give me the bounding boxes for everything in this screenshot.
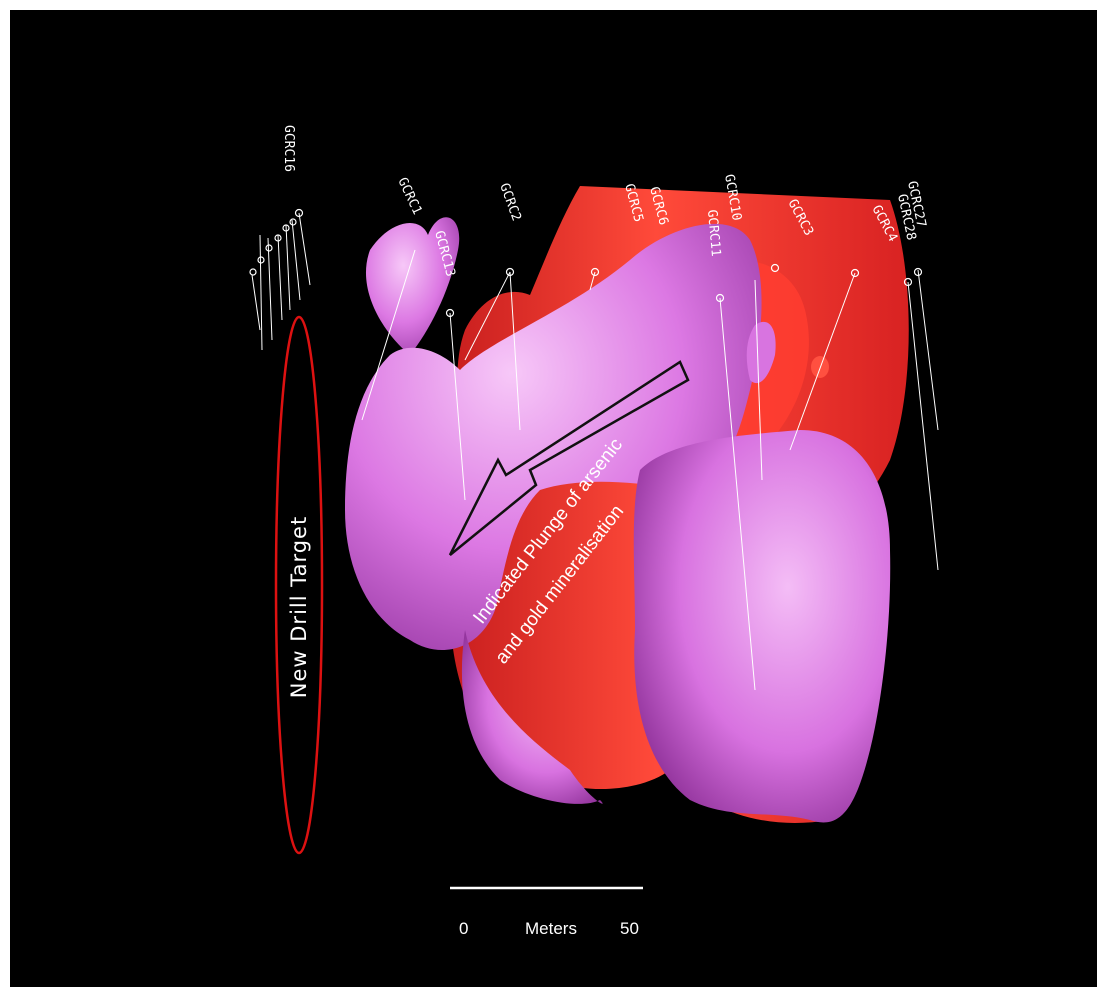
scale-end: 50 <box>620 919 639 938</box>
drillhole-label-gcrc2: GCRC2 <box>496 181 523 223</box>
scale-start: 0 <box>459 919 468 938</box>
target-label: New Drill Target <box>287 516 311 698</box>
3d-model-viewport: GCRC16 GCRC1 GCRC13 GCRC2 GCRC5 GCRC6 GC… <box>10 10 1097 987</box>
new-drill-target: New Drill Target <box>276 317 322 853</box>
scale-unit: Meters <box>525 919 577 938</box>
3d-scene: GCRC16 GCRC1 GCRC13 GCRC2 GCRC5 GCRC6 GC… <box>10 10 1097 987</box>
scale-bar: 0 Meters 50 <box>450 888 643 938</box>
drillhole-label-gcrc16: GCRC16 <box>281 125 296 172</box>
drillhole-label-gcrc1: GCRC1 <box>394 175 424 217</box>
